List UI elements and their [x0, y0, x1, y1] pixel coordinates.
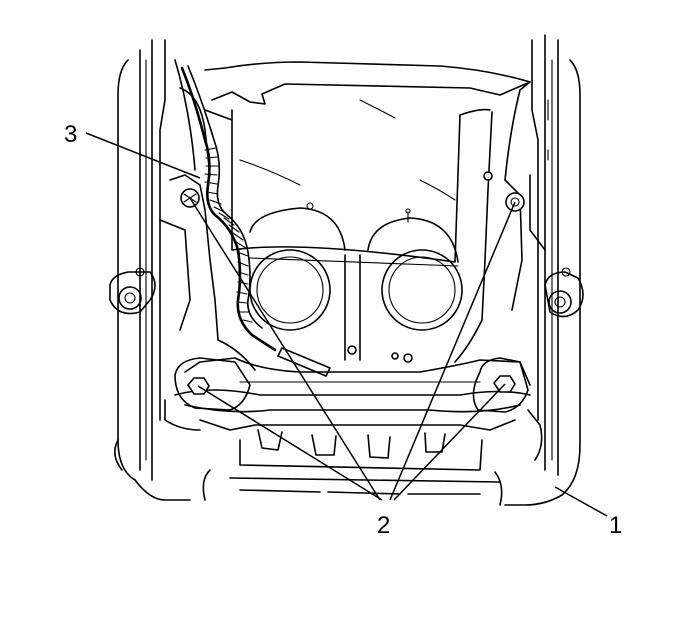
leader-2-lower-left	[197, 385, 383, 501]
lower-cross-member	[174, 357, 531, 431]
seat-back-panel	[204, 61, 531, 263]
right-side-rail	[504, 34, 581, 506]
cushion-pads	[249, 202, 459, 263]
left-side-rail	[114, 39, 191, 501]
left-round-opening	[249, 249, 331, 331]
lower-right-bracket	[472, 357, 543, 461]
track-slots	[202, 429, 503, 506]
leader-1	[554, 486, 608, 517]
callout-3: 3	[64, 121, 77, 148]
leader-2-upper-right	[389, 201, 516, 501]
right-round-opening	[381, 249, 463, 331]
center-divider	[249, 254, 459, 363]
left-inner-frame	[159, 59, 256, 371]
leader-3	[85, 132, 201, 179]
callout-2: 2	[377, 512, 390, 539]
leader-2-upper-left	[189, 197, 381, 501]
left-pivot-bolt	[109, 267, 156, 315]
leader-lines	[85, 132, 608, 517]
harness-coil-marks	[204, 147, 253, 323]
lower-left-bracket	[164, 357, 251, 431]
leader-2-lower-right	[393, 383, 506, 501]
right-inner-frame	[454, 89, 546, 363]
wiring-harness	[180, 65, 331, 377]
right-pivot-bolt	[544, 267, 584, 318]
callout-1: 1	[609, 512, 622, 539]
